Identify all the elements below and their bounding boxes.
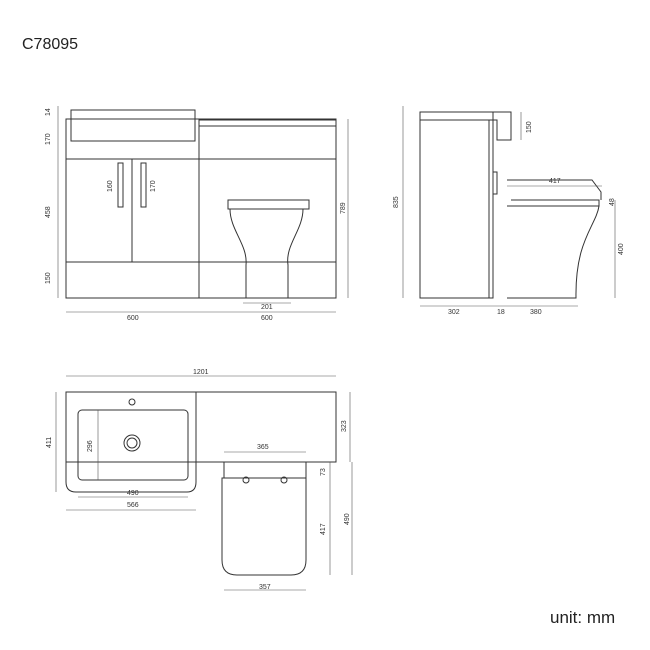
dim-150: 150 (45, 272, 52, 284)
side-view: 835 150 417 48 400 302 18 380 (393, 106, 625, 316)
dim-566: 566 (127, 502, 139, 509)
dim-323: 323 (341, 420, 348, 432)
toilet-pan-front (229, 208, 304, 298)
basin-top (70, 109, 196, 142)
dim-600-right: 600 (261, 315, 273, 322)
basin-bowl (77, 409, 189, 481)
handle-left (117, 162, 124, 208)
dim-48: 48 (609, 198, 616, 206)
top-outline (65, 391, 337, 463)
handle-right (140, 162, 147, 208)
unit-label: unit: mm (550, 608, 616, 627)
dim-302: 302 (448, 309, 460, 316)
dim-417-side: 417 (549, 178, 561, 185)
dim-400: 400 (618, 243, 625, 255)
dim-417-top: 417 (320, 523, 327, 535)
dim-160: 160 (107, 180, 114, 192)
dim-490-pan: 490 (344, 513, 351, 525)
fixing-left (242, 476, 250, 484)
drain-inner (126, 437, 138, 449)
pan-top (221, 477, 307, 576)
dim-380: 380 (530, 309, 542, 316)
dim-18: 18 (497, 309, 505, 316)
dim-201: 201 (261, 304, 273, 311)
drain-outer (123, 434, 141, 452)
fixing-right (280, 476, 288, 484)
product-code: C78095 (22, 36, 79, 53)
toilet-seat-front (227, 199, 310, 210)
dim-14: 14 (45, 108, 52, 116)
dim-150-side: 150 (526, 121, 533, 133)
front-view: 14 170 458 150 160 170 789 201 600 600 (45, 106, 349, 322)
side-seat (511, 199, 600, 207)
dim-458: 458 (45, 206, 52, 218)
dim-490-bowl: 490 (127, 490, 139, 497)
dim-789: 789 (340, 202, 347, 214)
dim-73: 73 (320, 468, 327, 476)
dim-357: 357 (259, 584, 271, 591)
side-pan (507, 205, 600, 299)
dim-170: 170 (45, 133, 52, 145)
basin-outline (65, 392, 197, 493)
front-outline (65, 118, 337, 299)
side-handle (492, 171, 498, 195)
side-cabinet (419, 111, 494, 299)
dim-600-left: 600 (127, 315, 139, 322)
dim-835: 835 (393, 196, 400, 208)
dim-1201: 1201 (193, 369, 209, 376)
dim-411: 411 (46, 437, 53, 448)
side-worktop (420, 111, 512, 141)
dim-170-handle: 170 (150, 180, 157, 192)
top-view: 1201 411 296 323 490 566 365 73 417 490 … (46, 369, 353, 591)
tap-hole (128, 398, 136, 406)
dim-296: 296 (87, 440, 94, 452)
pan-back (223, 461, 307, 479)
dim-365: 365 (257, 444, 269, 451)
